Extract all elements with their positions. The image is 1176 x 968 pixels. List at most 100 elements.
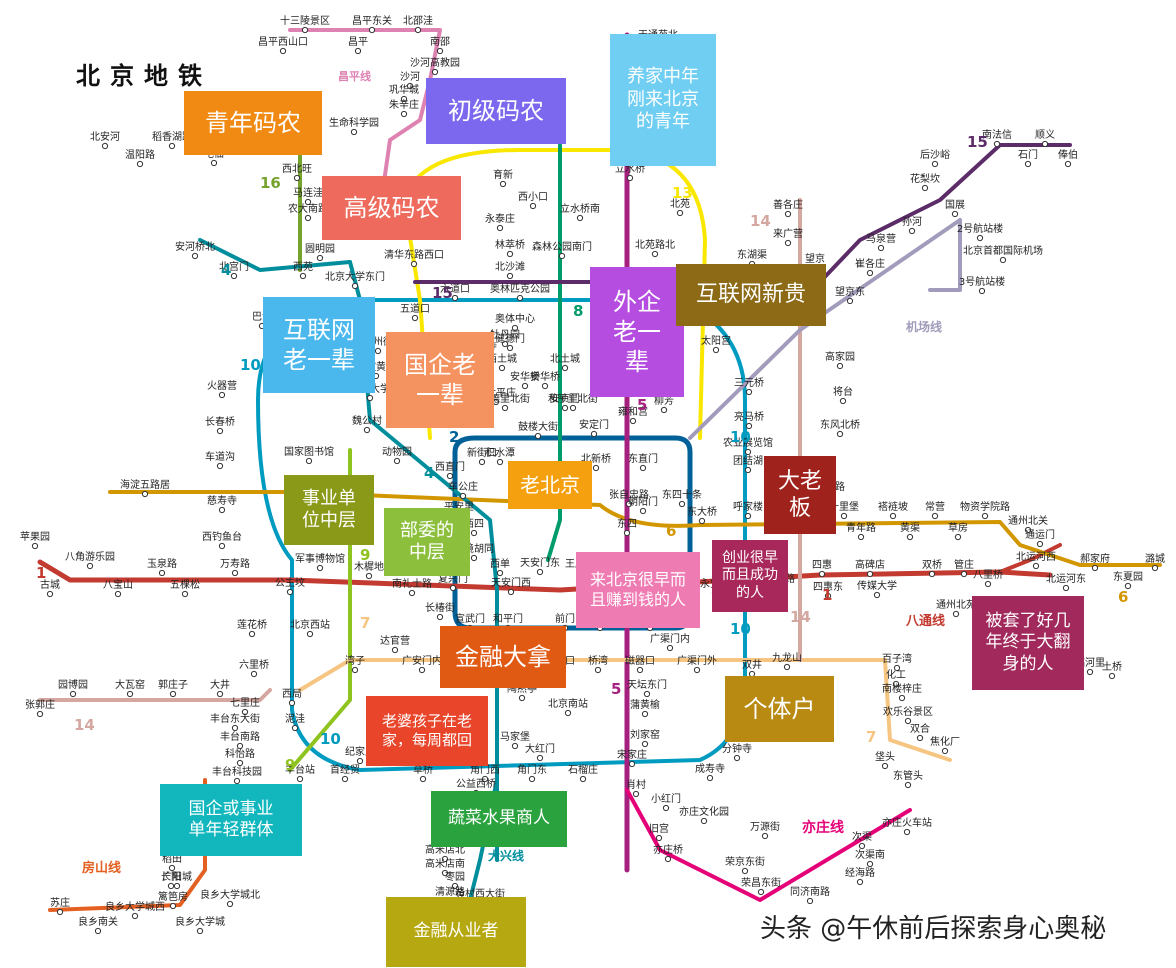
station-dot-s21: [299, 272, 307, 280]
station-dot-s172: [903, 828, 911, 836]
station-dot-s148: [892, 680, 900, 688]
station-label-s35: 立水桥南: [560, 202, 600, 215]
route-line14-12: [38, 688, 272, 702]
station-label-s156: 马家堡: [500, 730, 530, 743]
station-label-s34: 育新: [493, 168, 513, 181]
station-dot-s57: [698, 517, 706, 525]
station-dot-s127: [579, 775, 587, 783]
station-label-s229: 褡裢坡: [878, 500, 908, 513]
station-label-s233: 物资学院路: [960, 500, 1010, 513]
station-label-s1: 十三陵景区: [280, 14, 330, 27]
station-label-s256: 东管头: [893, 769, 923, 782]
station-dot-s63: [478, 458, 486, 466]
station-dot-s46: [629, 417, 637, 425]
station-label-s188: 丰台南路: [220, 730, 260, 743]
route-line7-11: [298, 658, 952, 762]
station-dot-s166: [741, 867, 749, 875]
station-label-s55: 团结湖: [733, 454, 763, 467]
station-label-s210: 马泉营: [866, 232, 896, 245]
station-label-s40: 健德门: [495, 332, 525, 345]
station-label-s250: 西土城: [487, 352, 517, 365]
label-getihu: 个体户: [725, 676, 834, 742]
station-label-s129: 成寿寺: [695, 762, 725, 775]
station-dot-s137: [391, 646, 399, 654]
station-dot-s35: [576, 214, 584, 222]
station-dot-s189: [236, 759, 244, 767]
station-label-s162: 旧宫: [649, 822, 669, 835]
station-label-s138: 广安门内: [402, 654, 442, 667]
station-label-s92: 苹果园: [20, 530, 50, 543]
station-dot-s159: [641, 740, 649, 748]
station-dot-s213: [976, 234, 984, 242]
station-label-s126: 大红门: [525, 742, 555, 755]
line-number-line14-20: 14: [790, 608, 811, 626]
station-dot-s236: [1032, 562, 1040, 570]
station-label-s28: 奥林匹克公园: [490, 282, 550, 295]
station-dot-s246: [374, 347, 382, 355]
station-label-s218: 东湖渠: [737, 248, 767, 261]
station-dot-s11: [350, 128, 358, 136]
station-label-s2: 昌平东关: [352, 14, 392, 27]
station-dot-s24: [410, 260, 418, 268]
station-dot-s210: [877, 244, 885, 252]
station-dot-s1: [301, 26, 309, 34]
station-label-s135: 北京西站: [290, 618, 330, 631]
label-beitao-fanshen: 被套了好几 年终于大翻 身的人: [972, 596, 1084, 690]
station-label-s117: 六里桥: [239, 659, 269, 671]
line-number-line10-14: 10: [240, 356, 261, 374]
station-label-s253: 积水潭: [485, 447, 515, 459]
station-dot-s79: [818, 570, 826, 578]
station-label-s153: 垡头: [875, 750, 895, 763]
station-dot-s190: [233, 777, 241, 785]
route-line4-22: [198, 238, 352, 272]
station-dot-s95: [114, 590, 122, 598]
station-dot-s6: [436, 47, 444, 55]
line-number-line15-23: 15: [967, 133, 988, 151]
station-label-s206: 后沙峪: [920, 149, 950, 161]
station-dot-s227: [840, 512, 848, 520]
label-chuangye-chenggong: 创业很早 而且成功 的人: [712, 540, 788, 612]
station-dot-s69: [496, 569, 504, 577]
station-dot-s193: [168, 864, 176, 872]
station-label-s54: 农业展览馆: [723, 436, 773, 449]
station-dot-s37: [651, 250, 659, 258]
station-dot-s23: [351, 282, 359, 290]
station-label-s116: 莲花桥: [237, 618, 267, 631]
station-label-s243: 魏公村: [352, 414, 382, 427]
station-dot-s196: [173, 882, 181, 890]
station-label-s24: 清华东路西口: [384, 248, 444, 261]
station-label-s228: 青年路: [846, 521, 876, 534]
station-label-s169: 经海路: [845, 866, 875, 879]
station-label-s102: 南礼士路: [392, 577, 432, 590]
station-label-s167: 荣昌东街: [741, 876, 781, 889]
station-dot-s68: [470, 554, 478, 562]
station-dot-s223: [836, 430, 844, 438]
label-hulianwang-laoyibei: 互联网 老一辈: [263, 297, 375, 393]
station-dot-s2: [368, 26, 376, 34]
line-number-line8-11: 8: [573, 302, 583, 320]
station-label-s30: 森林公园南门: [532, 240, 592, 253]
station-dot-s231: [931, 512, 939, 520]
station-dot-s253: [496, 458, 504, 466]
station-dot-s222: [839, 397, 847, 405]
station-label-s13: 温阳路: [125, 148, 155, 161]
station-dot-s182: [69, 690, 77, 698]
station-label-s110: 慈寿寺: [207, 494, 237, 507]
line-number-line5-6: 5: [611, 680, 621, 698]
station-label-s109: 海淀五路居: [120, 478, 170, 491]
station-label-s26: 五道口: [400, 302, 430, 315]
station-dot-s162: [655, 834, 663, 842]
station-label-s61: 张自忠路: [609, 488, 649, 501]
station-dot-s70: [449, 584, 457, 592]
label-gaoji-manong: 高级码农: [322, 176, 461, 240]
station-dot-s149: [898, 694, 906, 702]
station-label-s147: 百子湾: [882, 652, 912, 665]
station-label-s164: 亦庄文化园: [679, 805, 729, 818]
route-airport-18: [688, 218, 962, 440]
label-lao-beijing: 老北京: [508, 461, 592, 509]
station-dot-s40: [506, 344, 514, 352]
station-label-s217: 来广营: [773, 227, 803, 240]
station-label-s93: 古城: [40, 578, 60, 591]
station-dot-s235: [1036, 540, 1044, 548]
station-label-s130: 分钟寺: [722, 742, 752, 755]
